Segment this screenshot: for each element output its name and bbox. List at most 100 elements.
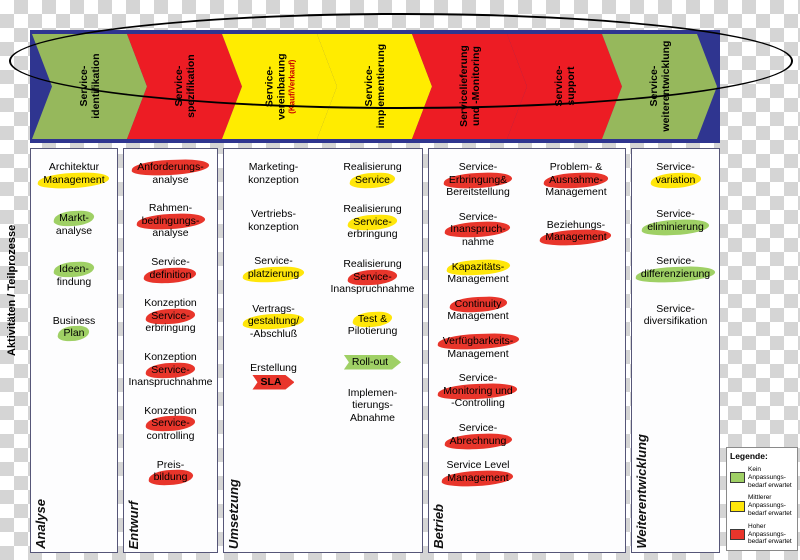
phase-arrow-label: Service-spezifikation xyxy=(172,54,197,119)
activity-line: Service- xyxy=(656,208,695,221)
activity-item: Beziehungs-Management xyxy=(543,219,608,244)
column-title: Umsetzung xyxy=(226,478,241,549)
activity-item: Test &Pilotierung xyxy=(348,313,398,338)
phase-band: Service-identifikation Service-spezifikat… xyxy=(30,30,720,143)
activity-line: Management xyxy=(447,310,509,323)
activity-line: Management xyxy=(447,347,509,360)
activity-item: Roll-out xyxy=(344,355,401,370)
activity-line: Konzeption xyxy=(144,350,197,363)
activity-line: Service- xyxy=(151,363,190,376)
activity-line: gestaltung/ xyxy=(247,315,300,328)
column-title: Betrieb xyxy=(431,504,446,549)
activity-line: Business xyxy=(52,314,96,327)
activity-line: tierungs- xyxy=(352,399,393,412)
activity-item: Implemen-tierungs-Abnahme xyxy=(348,387,398,425)
activity-line: Service xyxy=(354,173,390,186)
activity-line: erbringung xyxy=(145,322,196,335)
activity-line: Vertriebs- xyxy=(251,208,296,221)
activity-line: Abrechnung xyxy=(449,434,507,447)
activity-line: Inanspruch- xyxy=(450,223,506,236)
activity-line: variation xyxy=(655,173,696,186)
legend-label: Mittlerer Anpassungs-bedarf erwartet xyxy=(748,494,792,517)
activity-line: Architektur xyxy=(48,161,100,173)
legend: Legende: Kein Anpassungs-bedarf erwartet… xyxy=(726,447,798,552)
activity-line: Implemen- xyxy=(347,386,398,399)
activity-line: Service- xyxy=(656,161,695,173)
activity-line: Service- xyxy=(656,302,695,315)
activity-line: Marketing- xyxy=(248,161,299,173)
activity-line: Continuity xyxy=(454,297,502,310)
activity-item: Anforderungs-analyse xyxy=(135,161,206,186)
activity-line: Test & xyxy=(357,312,388,325)
activity-line: Management xyxy=(545,186,607,199)
phase-arrow-label: Service-weiterentwicklung xyxy=(647,40,672,133)
activity-item: Vertrags-gestaltung/-Abschluß xyxy=(246,303,301,341)
activity-line: Kapazitäts- xyxy=(451,260,505,273)
activity-line: Management xyxy=(545,231,607,244)
activity-item: Rahmen-bedingungs-analyse xyxy=(140,202,202,240)
activity-item: Vertriebs-konzeption xyxy=(248,208,299,233)
activity-line: SLA xyxy=(252,375,294,390)
activity-line: Service- xyxy=(353,270,392,283)
activity-line: Verfügbarkeits- xyxy=(442,334,514,347)
activity-line: -Controlling xyxy=(451,397,505,410)
activity-line: analyse xyxy=(152,227,189,240)
column-title: Analyse xyxy=(33,499,48,549)
activity-line: Abnahme xyxy=(350,411,395,424)
activity-line: Service- xyxy=(151,309,190,322)
phase-arrow-label: Service-vereinbarung(Kauf/Verkauf) xyxy=(262,53,296,120)
activity-line: Realisierung xyxy=(343,257,402,270)
legend-label: Kein Anpassungs-bedarf erwartet xyxy=(748,466,792,489)
activity-line: eliminierung xyxy=(647,220,704,233)
column-title: Weiterentwicklung xyxy=(634,434,649,549)
activity-item: Service-variation xyxy=(654,161,698,186)
activity-line: Erbringung& xyxy=(448,173,508,186)
activity-line: Service- xyxy=(151,255,190,268)
activity-line: Konzeption xyxy=(144,404,197,417)
activity-item: Problem- &Ausnahme-Management xyxy=(545,161,606,199)
activity-item: Service-Monitoring und-Controlling xyxy=(441,372,514,410)
activity-line: Service Level xyxy=(446,459,510,472)
activity-line: Service- xyxy=(458,421,498,434)
activity-line: konzeption xyxy=(248,220,299,233)
legend-swatch xyxy=(730,472,745,484)
activity-item: Service-Erbringung&Bereitstellung xyxy=(446,161,510,199)
activity-line: diversifikation xyxy=(643,315,708,328)
activity-line: Management xyxy=(447,273,509,286)
legend-title: Legende: xyxy=(730,451,768,461)
activity-line: Ideen- xyxy=(59,263,89,276)
activity-line: Konzeption xyxy=(144,297,197,310)
activity-line: analyse xyxy=(152,173,189,186)
activity-line: -Abschluß xyxy=(249,327,298,340)
activity-line: Erstellung xyxy=(250,362,297,375)
activity-line: Rahmen- xyxy=(148,202,193,215)
activity-line: Plan xyxy=(63,327,85,340)
activity-line: Pilotierung xyxy=(347,325,398,338)
activity-item: Service-differenzierung xyxy=(639,255,712,280)
activity-item: Service-eliminierung xyxy=(645,208,706,233)
activity-item: Marketing-konzeption xyxy=(248,161,299,186)
phase-arrow: Service-identifikation xyxy=(32,34,147,139)
activity-line: Roll-out xyxy=(344,355,401,370)
activity-line: Service- xyxy=(458,372,498,385)
activities-axis-label: Aktivitäten / Teilprozesse xyxy=(6,224,18,356)
activity-line: Vertrags- xyxy=(252,302,295,315)
activity-line: analyse xyxy=(55,224,93,237)
